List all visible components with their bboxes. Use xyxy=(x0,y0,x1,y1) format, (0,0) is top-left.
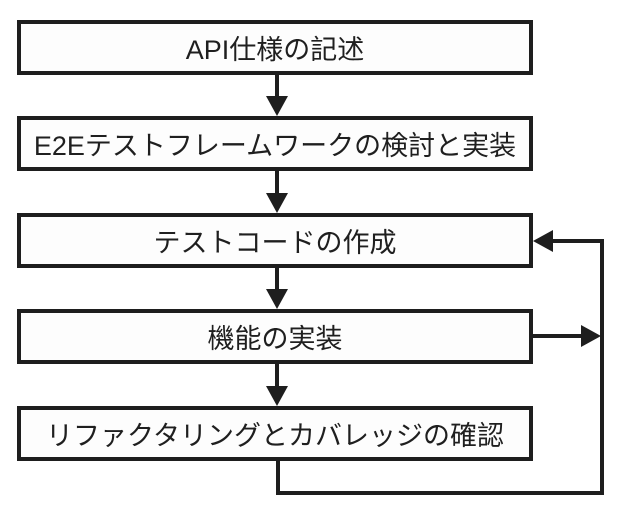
arrow-4-shaft xyxy=(275,364,279,386)
node-write-api-spec-label: API仕様の記述 xyxy=(185,35,365,65)
node-e2e-framework: E2Eテストフレームワークの検討と実装 xyxy=(17,116,533,171)
loop-bottom-segment xyxy=(276,491,604,495)
node-implement-feature: 機能の実装 xyxy=(17,309,533,364)
loop-top-segment xyxy=(553,239,604,243)
node-implement-feature-label: 機能の実装 xyxy=(207,324,343,354)
node-write-test-code-label: テストコードの作成 xyxy=(153,228,397,258)
loop-stub-from-refactor xyxy=(276,459,280,495)
node-write-api-spec: API仕様の記述 xyxy=(17,20,533,75)
arrow-3-down-head-icon xyxy=(266,289,288,309)
arrow-2-down-head-icon xyxy=(266,193,288,213)
branch-right-head-icon xyxy=(581,325,601,347)
arrow-1-shaft xyxy=(275,75,279,96)
branch-from-implement xyxy=(531,334,581,338)
arrow-3-shaft xyxy=(275,268,279,289)
arrow-4-down-head-icon xyxy=(266,386,288,406)
arrow-2-shaft xyxy=(275,171,279,193)
loop-right-segment xyxy=(600,239,604,495)
loop-left-head-icon xyxy=(533,230,553,252)
node-refactor-coverage-label: リファクタリングとカバレッジの確認 xyxy=(46,421,504,451)
node-refactor-coverage: リファクタリングとカバレッジの確認 xyxy=(17,406,533,461)
node-e2e-framework-label: E2Eテストフレームワークの検討と実装 xyxy=(33,131,517,161)
node-write-test-code: テストコードの作成 xyxy=(17,213,533,268)
arrow-1-down-head-icon xyxy=(266,96,288,116)
